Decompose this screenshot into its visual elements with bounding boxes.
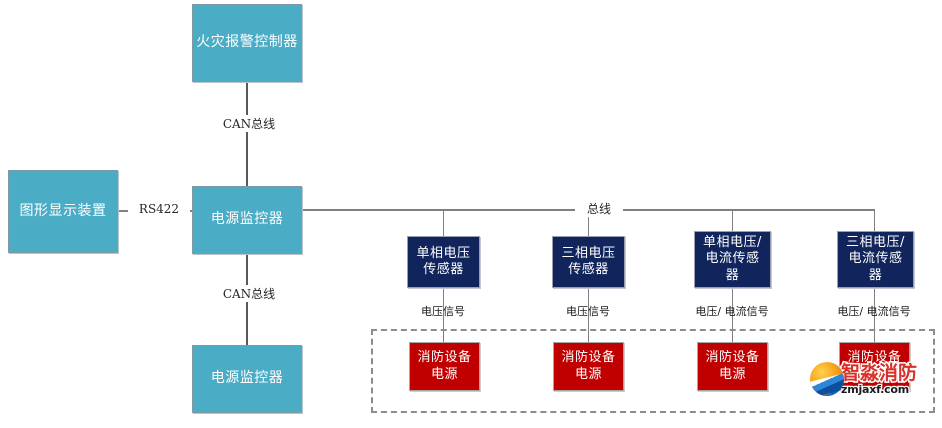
- node-sensor-3-label: 单相电压/ 电流传感 器: [703, 235, 762, 283]
- node-graphic-display-device-label: 图形显示装置: [19, 202, 107, 219]
- node-power-monitor-main[interactable]: 电源监控器: [192, 186, 302, 254]
- node-sensor-three-phase-voltage[interactable]: 三相电压 传感器: [552, 236, 625, 288]
- node-power-supply-2[interactable]: 消防设备 电源: [553, 342, 624, 391]
- edge-label-can-bus-bottom: CAN总线: [213, 285, 285, 302]
- node-power-monitor-secondary-label: 电源监控器: [210, 370, 284, 387]
- connector-bus-drop-1: [443, 209, 444, 236]
- node-sensor-single-phase-voltage[interactable]: 单相电压 传感器: [407, 236, 480, 288]
- connector-bus-drop-3: [732, 209, 733, 236]
- signal-label-2: 电压信号: [566, 305, 610, 318]
- edge-label-can-bus-top: CAN总线: [213, 115, 285, 132]
- node-sensor-4-label: 三相电压/ 电流传感 器: [846, 235, 905, 283]
- node-power-supply-4[interactable]: 消防设备 电源: [839, 342, 910, 391]
- signal-label-1: 电压信号: [421, 305, 465, 318]
- node-power-supply-1[interactable]: 消防设备 电源: [409, 342, 480, 391]
- connector-fire-alarm-to-power-monitor: [246, 82, 248, 187]
- edge-label-rs422: RS422: [128, 202, 190, 216]
- connector-bus-drop-4: [874, 209, 875, 236]
- signal-label-3: 电压/ 电流信号: [695, 305, 769, 318]
- node-graphic-display-device[interactable]: 图形显示装置: [8, 170, 118, 253]
- connector-sensor-drop-2: [588, 288, 589, 343]
- connector-sensor-drop-3: [732, 288, 733, 343]
- node-sensor-1-label: 单相电压 传感器: [416, 245, 471, 277]
- node-power-supply-3[interactable]: 消防设备 电源: [697, 342, 768, 391]
- node-power-supply-2-label: 消防设备 电源: [561, 350, 616, 382]
- node-power-monitor-secondary[interactable]: 电源监控器: [192, 345, 302, 413]
- node-sensor-three-phase-voltage-current[interactable]: 三相电压/ 电流传感 器: [837, 231, 914, 288]
- node-fire-alarm-controller-label: 火灾报警控制器: [196, 34, 298, 51]
- edge-label-field-bus: 总线: [575, 200, 623, 217]
- connector-sensor-drop-1: [443, 288, 444, 343]
- node-power-monitor-main-label: 电源监控器: [210, 211, 284, 228]
- node-sensor-single-phase-voltage-current[interactable]: 单相电压/ 电流传感 器: [694, 231, 771, 288]
- node-power-supply-4-label: 消防设备 电源: [847, 350, 902, 382]
- connector-bus-drop-2: [588, 209, 589, 236]
- connector-sensor-drop-4: [874, 288, 875, 343]
- node-sensor-2-label: 三相电压 传感器: [561, 245, 616, 277]
- signal-label-4: 电压/ 电流信号: [837, 305, 911, 318]
- node-power-supply-1-label: 消防设备 电源: [417, 350, 472, 382]
- node-power-supply-3-label: 消防设备 电源: [705, 350, 760, 382]
- node-fire-alarm-controller[interactable]: 火灾报警控制器: [192, 4, 302, 82]
- power-supply-group-boundary: [371, 329, 935, 413]
